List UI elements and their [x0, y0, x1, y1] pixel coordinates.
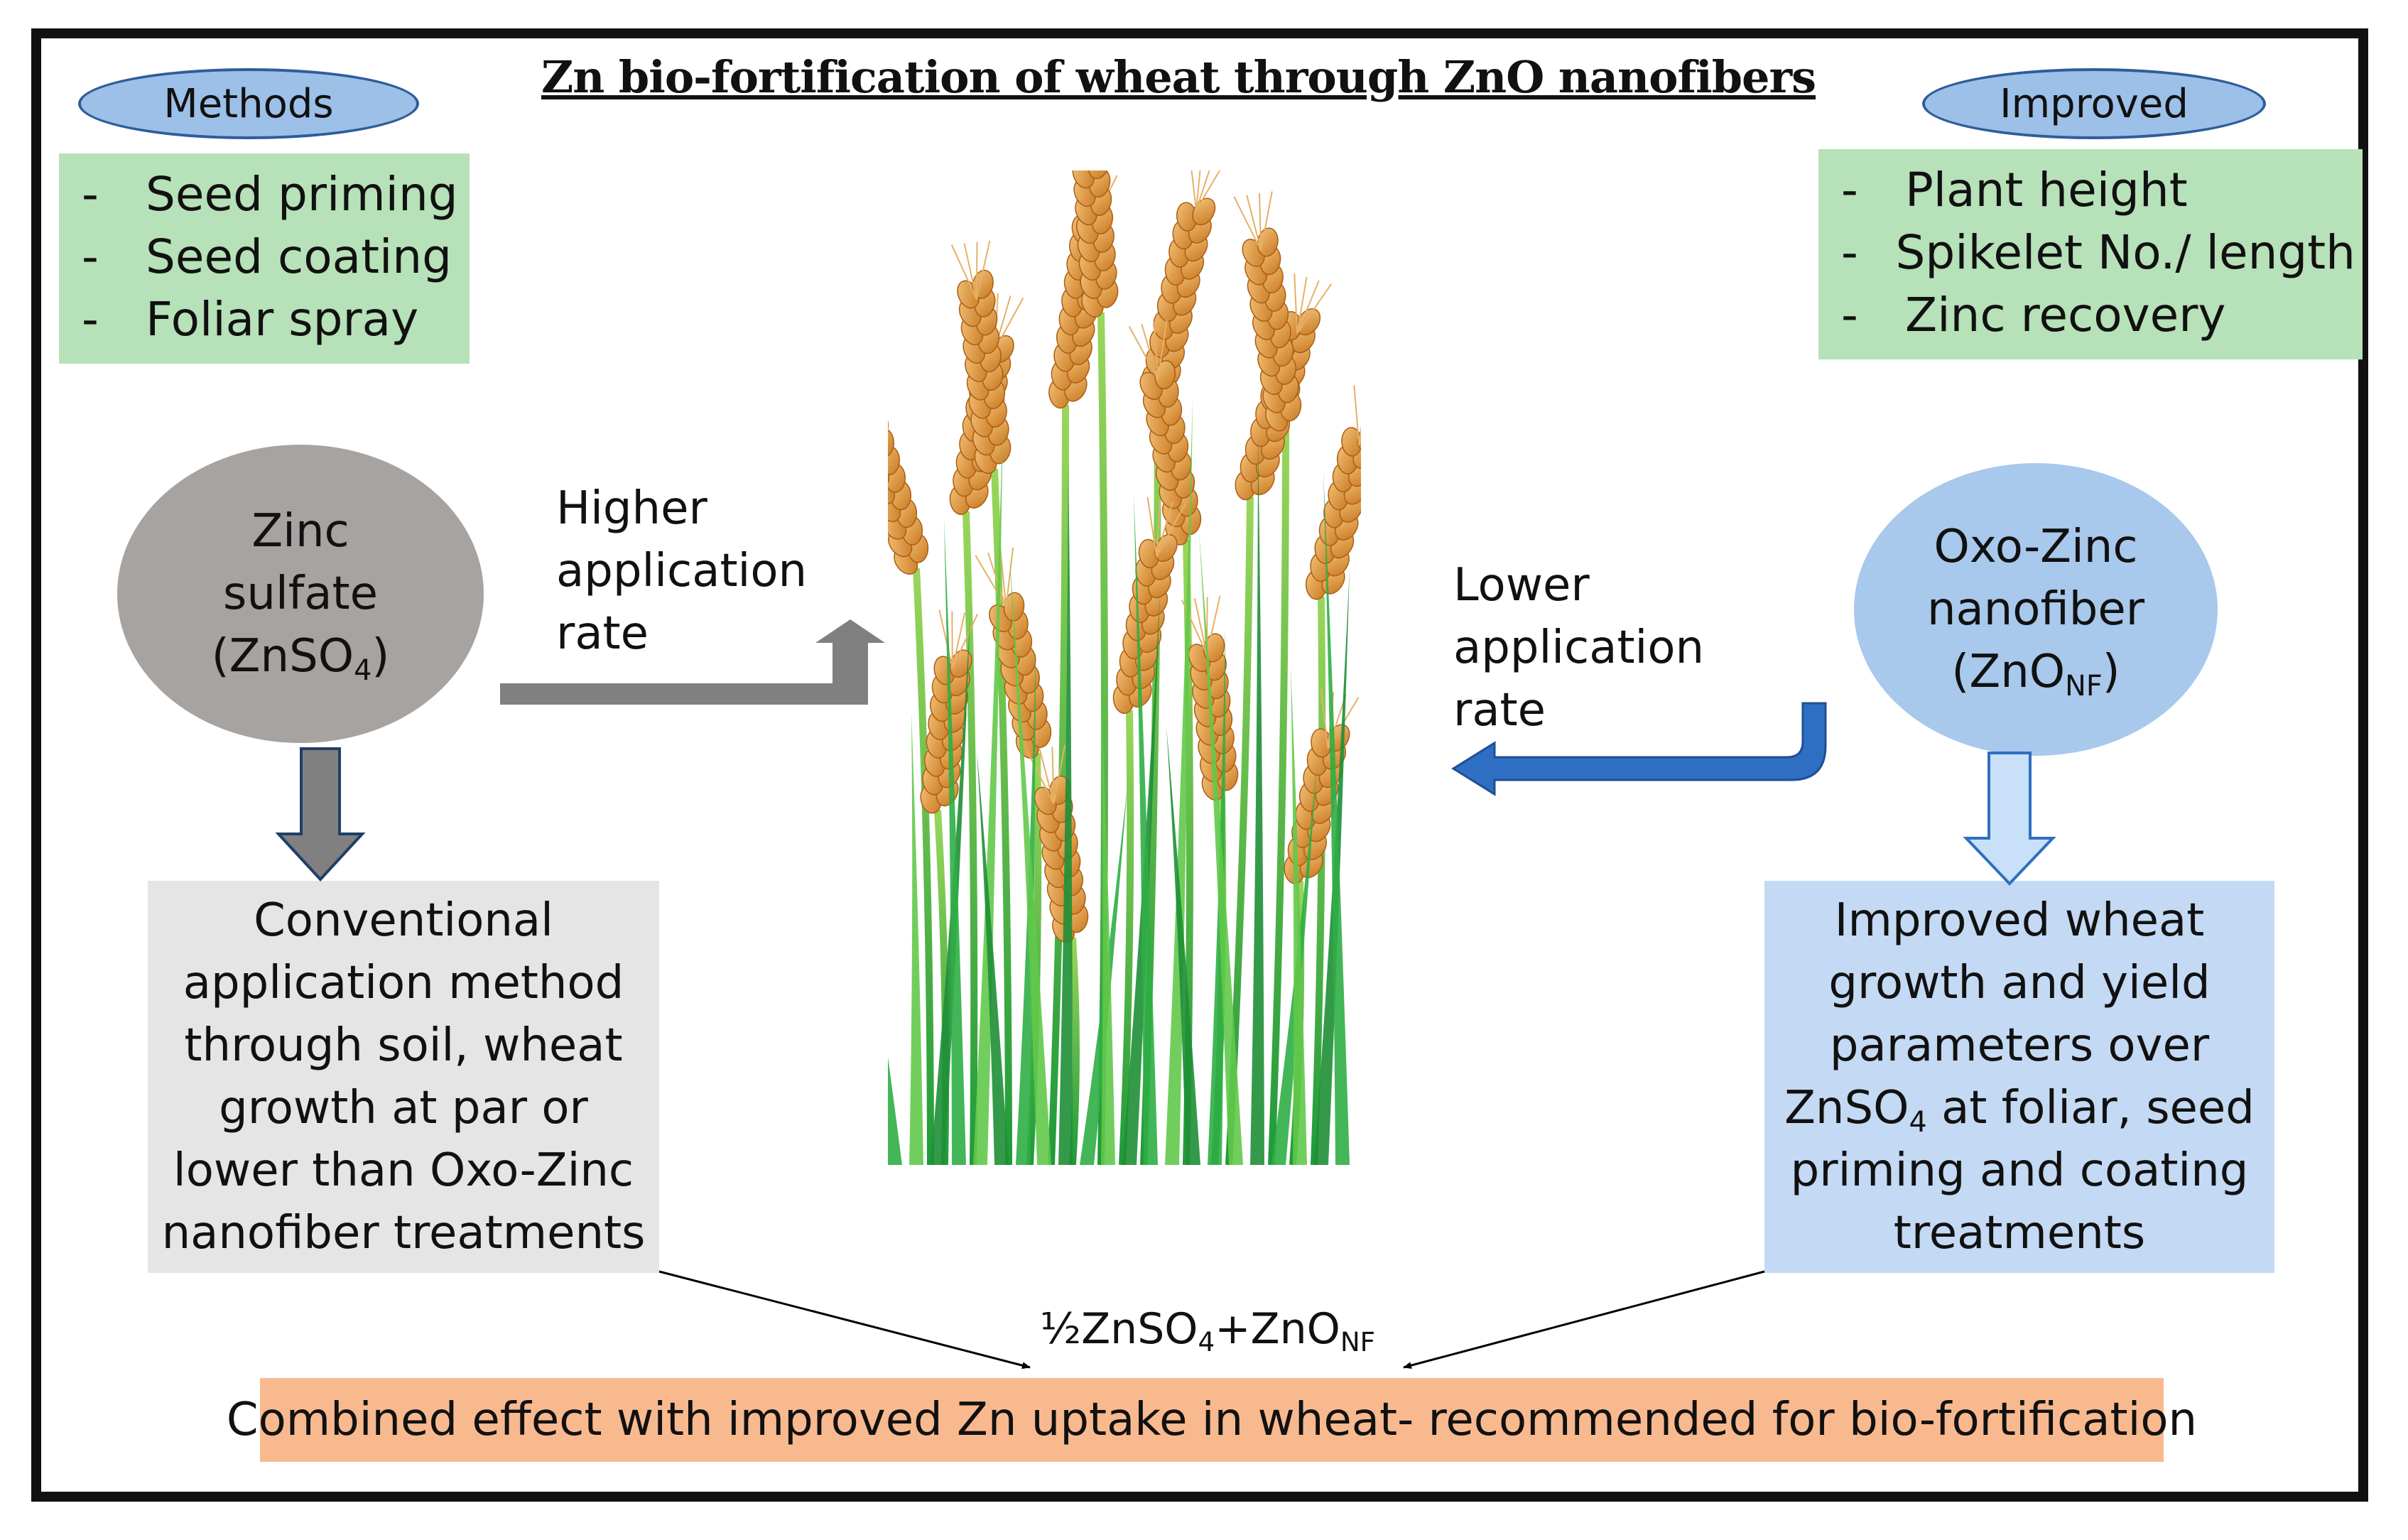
list-item: -Zinc recovery [1841, 288, 2226, 342]
improved-growth-box: Improved wheat growth and yield paramete… [1764, 881, 2274, 1273]
list-item: -Plant height [1841, 163, 2188, 217]
zinc-sulfate-node: Zinc sulfate (ZnSO4) [117, 445, 484, 743]
diagram-frame [31, 28, 2368, 1502]
improved-list: -Plant height -Spikelet No./ length -Zin… [1818, 149, 2363, 359]
conventional-method-box: Conventional application method through … [148, 881, 659, 1273]
oxo-zinc-nanofiber-node: Oxo-Zinc nanofiber (ZnONF) [1854, 463, 2218, 756]
lower-rate-arrow [1451, 702, 1827, 796]
list-item: -Foliar spray [82, 292, 419, 347]
zinc-sulfate-down-arrow [275, 747, 366, 882]
oxo-zinc-down-arrow [1963, 752, 2056, 886]
improved-label: Improved [1922, 68, 2266, 139]
diagram-title: Zn bio-fortification of wheat through Zn… [541, 51, 1816, 103]
list-item: -Spikelet No./ length [1841, 225, 2355, 280]
combined-effect-box: Combined effect with improved Zn uptake … [227, 1378, 2197, 1462]
lower-application-rate-label: Lower application rate [1453, 559, 1705, 737]
higher-rate-arrow [500, 619, 885, 705]
methods-label: Methods [78, 68, 419, 139]
higher-application-rate-label: Higher application rate [556, 482, 808, 660]
right-converge-arrow [1403, 1270, 1765, 1370]
combination-formula: ½ZnSO4+ZnONF [1039, 1304, 1376, 1358]
methods-list: -Seed priming -Seed coating -Foliar spra… [59, 153, 470, 364]
left-converge-arrow [658, 1270, 1031, 1370]
list-item: -Seed priming [82, 167, 458, 222]
list-item: -Seed coating [82, 229, 452, 284]
